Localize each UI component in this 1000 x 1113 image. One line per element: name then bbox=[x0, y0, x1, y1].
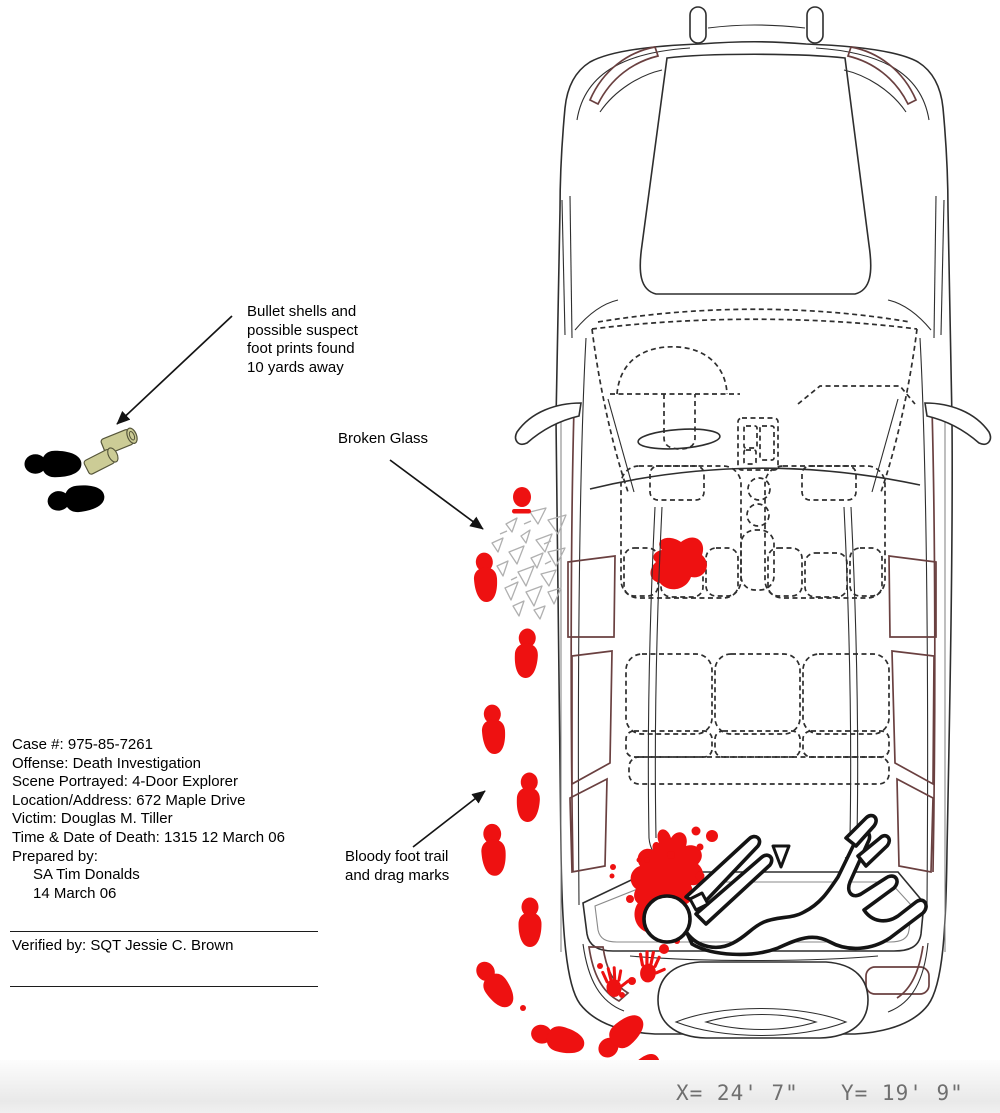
side-mirror-right bbox=[924, 402, 992, 445]
bullet-shells-arrow bbox=[116, 315, 233, 425]
red-footprint-icon bbox=[480, 703, 507, 755]
door-window-trim bbox=[567, 555, 937, 874]
red-footprint-icon bbox=[513, 627, 540, 679]
red-footprint-icon bbox=[515, 771, 542, 823]
shell-casing-icon bbox=[83, 447, 119, 475]
scene-portrayed: Scene Portrayed: 4-Door Explorer bbox=[12, 773, 238, 791]
hood bbox=[639, 53, 872, 295]
verified-by: Verified by: SQT Jessie C. Brown bbox=[12, 937, 234, 954]
seat-blood-stain bbox=[650, 537, 707, 590]
case-info-block: Case #: 975-85-7261 Offense: Death Inves… bbox=[12, 736, 285, 903]
glass-shards bbox=[491, 507, 567, 620]
bullet-shells bbox=[83, 427, 138, 475]
hood-latch-left bbox=[689, 6, 707, 44]
red-footprint-icon bbox=[472, 551, 499, 603]
victim-arm bbox=[694, 853, 774, 926]
spare-tire bbox=[657, 961, 869, 1039]
prepared-by-label: Prepared by: bbox=[12, 847, 98, 865]
blood-trail-arrow bbox=[412, 790, 486, 848]
y-coordinate: Y= 19' 9" bbox=[841, 1081, 964, 1105]
black-footprint-icon bbox=[24, 450, 82, 478]
red-footprint-icon bbox=[469, 956, 520, 1013]
red-footprint-icon bbox=[592, 1008, 650, 1065]
signature-line bbox=[10, 986, 318, 987]
red-handprint-icon bbox=[636, 949, 668, 986]
red-handprint-icon bbox=[600, 964, 632, 1000]
side-rails bbox=[560, 337, 946, 952]
red-footprint-icon bbox=[518, 897, 542, 947]
body-outline bbox=[642, 813, 928, 957]
cargo-mat bbox=[582, 871, 925, 952]
dashboard bbox=[610, 346, 916, 450]
bench-seat bbox=[625, 653, 890, 785]
headlight-right bbox=[846, 46, 918, 106]
center-console bbox=[737, 417, 779, 591]
x-coordinate: X= 24' 7" bbox=[676, 1081, 799, 1105]
offense: Offense: Death Investigation bbox=[12, 754, 202, 772]
red-footprint-icon bbox=[528, 1019, 588, 1058]
passenger-seat bbox=[764, 465, 886, 599]
broken-glass-annotation: Broken Glass bbox=[338, 430, 429, 447]
prepared-by-date: 14 March 06 bbox=[33, 884, 117, 902]
black-footprint-icon bbox=[46, 482, 106, 516]
steering-wheel-icon bbox=[637, 428, 721, 450]
headlight-left bbox=[588, 46, 660, 106]
signature-line bbox=[10, 931, 318, 932]
broken-glass-arrow bbox=[389, 459, 484, 530]
case-number: Case #: 975-85-7261 bbox=[12, 736, 153, 753]
red-footprint-icon bbox=[513, 487, 531, 507]
cowl-line bbox=[597, 308, 911, 323]
time-date-of-death: Time & Date of Death: 1315 12 March 06 bbox=[12, 828, 285, 846]
hood-latch-right bbox=[806, 6, 824, 44]
vehicle-outline bbox=[555, 40, 953, 1035]
victim-arm bbox=[684, 834, 762, 908]
taillight-right bbox=[865, 966, 930, 995]
vehicle-top-view bbox=[514, 6, 992, 1039]
annotation-arrows bbox=[116, 315, 486, 848]
blood-trail-annotation: Bloody foot trail and drag marks bbox=[345, 848, 450, 884]
victim-head bbox=[642, 894, 692, 944]
coordinate-statusbar: X= 24' 7" Y= 19' 9" bbox=[0, 1060, 1000, 1113]
location-address: Location/Address: 672 Maple Drive bbox=[12, 791, 246, 809]
bullet-shells-annotation: Bullet shells and possible suspect foot … bbox=[247, 303, 358, 376]
victim-area bbox=[609, 813, 928, 957]
side-mirror-left bbox=[514, 402, 582, 445]
prepared-by-name: SA Tim Donalds bbox=[33, 866, 140, 884]
blood-foot-trail bbox=[469, 487, 668, 1101]
victim-name: Victim: Douglas M. Tiller bbox=[12, 810, 173, 828]
